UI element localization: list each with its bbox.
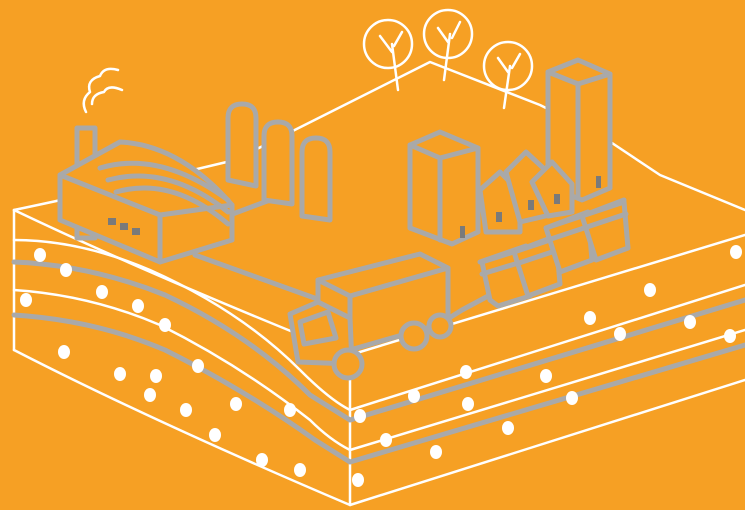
- garbage-truck-icon: [290, 254, 451, 378]
- factory-icon: [60, 69, 232, 262]
- pipe-factory-to-truck: [195, 255, 320, 300]
- silo-icon: [228, 104, 330, 220]
- tree-icon: [364, 10, 532, 108]
